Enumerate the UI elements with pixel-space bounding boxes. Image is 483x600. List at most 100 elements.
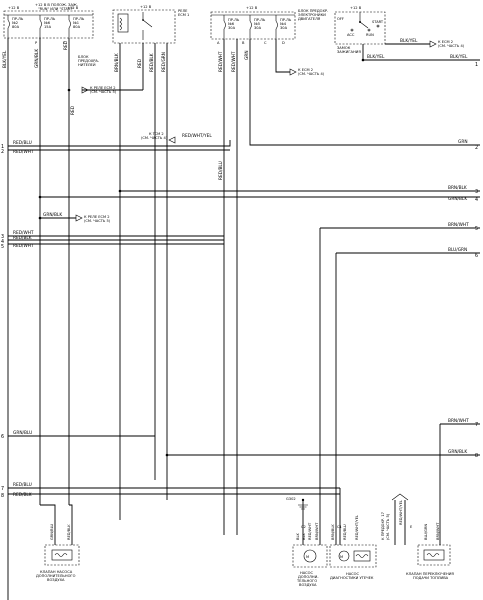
- label-brn-blk-relay: BRN/BLK: [114, 53, 120, 72]
- pump-air-label-2: ДОПОЛНИ-: [298, 575, 319, 579]
- label-right-3: BRN/BLK: [448, 185, 467, 191]
- conn-B: B: [242, 41, 245, 45]
- num-left-6: 6: [1, 434, 4, 440]
- num-left-8: 8: [1, 493, 4, 499]
- pump-leak-coil-icon: [355, 554, 369, 558]
- wire-labels: BLK/YEL GRN/BLK RED BRN/BLK RED RED/BLK …: [2, 38, 469, 540]
- conn-D: D: [282, 41, 285, 45]
- svg-text:ПР-ЛЬ: ПР-ЛЬ: [280, 18, 292, 22]
- fuse-box-main-outline: [3, 10, 94, 39]
- fuse-box-engine-outline: [210, 11, 296, 40]
- fuse-box-main-supply-2: +12 В В ПОЛОЖ. ЗАЖ.: [35, 3, 78, 7]
- ref-pred17-2: (СМ. ЧАСТЬ 5): [386, 513, 390, 540]
- conn-E: E: [410, 525, 413, 529]
- svg-text:№1: №1: [73, 21, 79, 25]
- fuse-box-main-supply-2b: "RUN" ИЛИ "START": [38, 7, 74, 11]
- label-blk-yel-ign2: BLK/YEL: [367, 54, 385, 60]
- valve-fuel-coil-icon: [426, 553, 440, 557]
- num-left-2: 2: [1, 149, 4, 155]
- label-right-5: BRN/WHT: [448, 222, 469, 228]
- ignition-supply: +12 В: [350, 6, 362, 10]
- label-blk-yel-left: BLK/YEL: [2, 50, 8, 68]
- svg-text:ПР-ЛЬ: ПР-ЛЬ: [73, 17, 85, 21]
- ref-relay-ecm2-1: К РЕЛЕ ECM 2: [90, 86, 116, 90]
- ignition-label-2: ЗАЖИГАНИЯ: [337, 50, 361, 54]
- svg-text:ПР-ЛЬ: ПР-ЛЬ: [12, 17, 24, 21]
- svg-text:№4: №4: [280, 22, 287, 26]
- relay-supply: +12 В: [140, 5, 152, 9]
- wire-valve-air: [40, 504, 73, 545]
- pump-leak-label-1: НАСОС: [346, 572, 359, 576]
- fuse-box-engine-supply: +12 В: [246, 6, 258, 10]
- label-right-7: BRN/WHT: [448, 418, 469, 424]
- svg-text:ПР-ЛЬ: ПР-ЛЬ: [228, 18, 240, 22]
- pump-leak-motor-icon: [338, 550, 350, 562]
- relay-contact: [142, 12, 153, 40]
- valve-air-label-2: ДОПОЛНИТЕЛЬНОГО: [36, 574, 76, 578]
- svg-text:M: M: [306, 555, 309, 559]
- pump-leak-label-2: ДИАГНОСТИКИ УТЕЧЕК: [330, 576, 374, 580]
- ignition-off: OFF: [337, 17, 344, 21]
- label-leak-2: RED/BLU: [343, 524, 347, 540]
- component-valve-fuel: КЛАПАН ПЕРЕКЛЮЧЕНИЯ ПОДАЧИ ТОПЛИВА: [406, 544, 454, 580]
- num-left-1: 1: [1, 144, 4, 150]
- connector-P: P: [35, 41, 38, 45]
- wiring: [7, 38, 480, 600]
- pump-air-motor-icon: [303, 549, 317, 563]
- ref-relay-ecm2-2: (СМ. ЧАСТЬ 5): [90, 90, 117, 94]
- label-left-8: RED/BLK: [13, 492, 32, 498]
- label-red-mid: RED: [70, 105, 76, 115]
- pump-air-label-1: НАСОС: [300, 571, 313, 575]
- component-valve-air: КЛАПАН НАСОСА ДОПОЛНИТЕЛЬНОГО ВОЗДУХА: [36, 544, 80, 582]
- ground-g302: G302: [286, 497, 308, 545]
- num-right-7: 7: [475, 422, 478, 428]
- ignition-label-1: ЗАМОК: [337, 46, 351, 50]
- label-grn-blk-mid: GRN/BLK: [43, 212, 62, 218]
- valve-fuel-label-2: ПОДАЧИ ТОПЛИВА: [413, 576, 449, 580]
- splices: [38, 58, 365, 457]
- num-right-2: 2: [475, 145, 478, 151]
- label-blk-yel-ign: BLK/YEL: [400, 38, 418, 44]
- ground-icon: [298, 504, 308, 510]
- num-left-5: 5: [1, 244, 4, 250]
- ignition-switch: +12 В OFF ACC RUN START ЗАМОК ЗАЖИГАНИЯ: [334, 6, 386, 54]
- svg-text:№5: №5: [254, 22, 260, 26]
- wire-pred17: [394, 500, 406, 545]
- fuse-box-engine: +12 В ПР-ЛЬ №6 30A ПР-ЛЬ №5 30A ПР-ЛЬ №4…: [210, 6, 328, 40]
- label-red-wht-2: RED/WHT: [231, 51, 237, 72]
- svg-text:30A: 30A: [280, 26, 288, 30]
- label-red-relay: RED: [137, 58, 143, 68]
- label-left-4: RED/BLK: [13, 235, 32, 241]
- label-grn-blk-left: GRN/BLK: [34, 49, 40, 68]
- label-red-grn-relay: RED/GRN: [161, 52, 167, 72]
- relay-ecm1: +12 В РЕЛЕ ECM 1: [112, 5, 189, 44]
- conn-A: A: [217, 41, 220, 45]
- svg-text:30A: 30A: [254, 26, 262, 30]
- pump-air-label-3: ТЕЛЬНОГО: [296, 579, 317, 583]
- num-right-6: 6: [475, 253, 478, 259]
- ref-tcm2-2: (СМ. ЧАСТЬ 4): [141, 136, 168, 140]
- label-left-6: GRN/BLU: [13, 430, 32, 436]
- label-fuel-2: BRN/WHT: [436, 522, 440, 540]
- fuse-box-engine-label-1: БЛОК ПРЕДОХР.: [298, 9, 328, 13]
- label-left-3: RED/WHT: [13, 230, 34, 236]
- fuse-box-engine-label-3: ДВИГАТЕЛЯ: [298, 17, 321, 21]
- wire-red-relay: [82, 43, 144, 91]
- ref-relay-ecm2b-1: К РЕЛЕ ECM 2: [84, 215, 110, 219]
- wire-engine-ecm2: [275, 39, 290, 73]
- label-red-fuse: RED: [63, 40, 69, 50]
- fuse-engine-4: ПР-ЛЬ №4 30A: [275, 15, 292, 39]
- svg-text:80A: 80A: [12, 25, 20, 29]
- label-leak-3: RED/WHT/YEL: [355, 515, 359, 540]
- ref-tcm2-1: К TCM 2: [149, 132, 164, 136]
- ground-label: G302: [286, 497, 296, 501]
- label-left-1: RED/BLU: [13, 140, 32, 146]
- label-tcm2-wire: RED/WHT/YEL: [182, 133, 212, 139]
- component-pump-air: M НАСОС ДОПОЛНИ- ТЕЛЬНОГО ВОЗДУХА: [292, 544, 328, 587]
- label-pred17: RED/WHT/YEL: [399, 500, 403, 525]
- fuse-engine-5: ПР-ЛЬ №5 30A: [249, 15, 266, 39]
- fuse-box-main: +12 В +12 В В ПОЛОЖ. ЗАЖ. "RUN" ИЛИ "STA…: [3, 3, 100, 67]
- label-left-2: RED/WHT: [13, 149, 34, 155]
- pump-air-label-4: ВОЗДУХА: [299, 583, 317, 587]
- fuse-engine-6: ПР-ЛЬ №6 30A: [223, 15, 240, 39]
